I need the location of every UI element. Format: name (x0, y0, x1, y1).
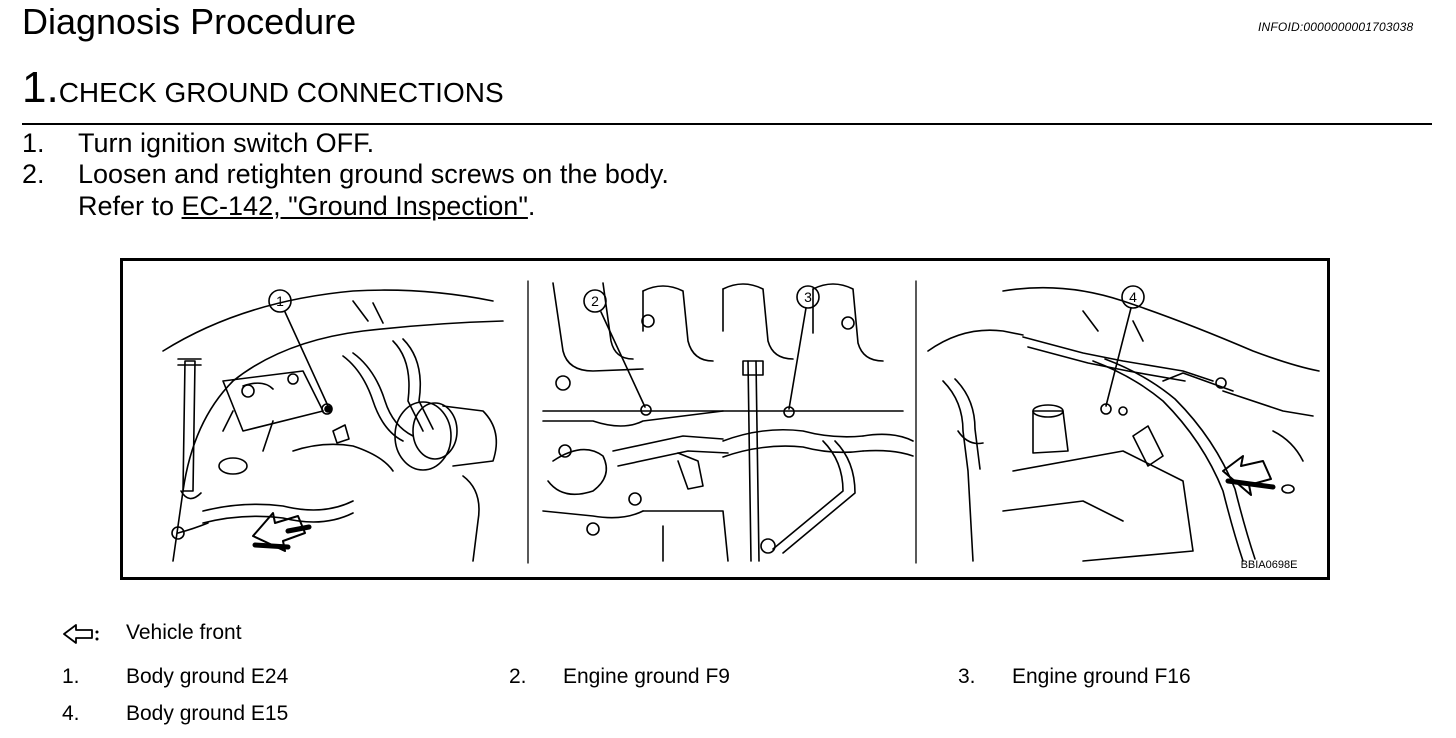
engine-bay-illustration: 1 2 3 4 BBIA0698E (162, 280, 1320, 571)
legend-text: Engine ground F16 (1012, 665, 1191, 688)
refer-prefix: Refer to (78, 191, 182, 221)
instruction-number: 1. (22, 128, 45, 158)
instruction-item: 2. Loosen and retighten ground screws on… (22, 159, 822, 190)
legend-text: Engine ground F9 (563, 665, 730, 688)
step-heading: 1.CHECK GROUND CONNECTIONS (22, 64, 504, 112)
heading-rule (22, 123, 1432, 125)
instruction-text: Turn ignition switch OFF. (78, 128, 375, 158)
instruction-item: 1. Turn ignition switch OFF. (22, 128, 822, 159)
legend-number: 3. (958, 665, 976, 688)
legend-text: Body ground E15 (126, 702, 289, 725)
callout-4-label: 4 (1129, 289, 1137, 305)
instruction-text: Loosen and retighten ground screws on th… (78, 159, 669, 189)
legend-arrow-row: Vehicle front (62, 620, 462, 646)
vehicle-front-arrow-icon (63, 624, 99, 644)
legend-number: 1. (62, 665, 80, 688)
callout-1-label: 1 (276, 293, 284, 309)
vehicle-front-label: Vehicle front (126, 621, 242, 644)
legend-number: 4. (62, 702, 80, 725)
figure-code: BBIA0698E (1241, 559, 1298, 571)
page-title: Diagnosis Procedure (22, 1, 357, 42)
step-title: CHECK GROUND CONNECTIONS (58, 77, 504, 108)
legend-item: 1. Body ground E24 (62, 664, 442, 690)
legend-item: 2. Engine ground F9 (509, 664, 889, 690)
callout-3-label: 3 (804, 289, 812, 305)
info-id: INFOID:0000000001703038 (1258, 20, 1414, 34)
callout-2-label: 2 (591, 293, 599, 309)
legend-item: 3. Engine ground F16 (958, 664, 1338, 690)
ground-locations-figure: 1 2 3 4 BBIA0698E (120, 258, 1330, 580)
refer-line: Refer to EC-142, "Ground Inspection". (78, 190, 535, 222)
step-number: 1. (22, 63, 59, 112)
legend-text: Body ground E24 (126, 665, 289, 688)
instruction-number: 2. (22, 159, 45, 189)
legend-number: 2. (509, 665, 527, 688)
legend-item: 4. Body ground E15 (62, 701, 442, 727)
ground-inspection-link[interactable]: EC-142, "Ground Inspection" (181, 191, 528, 221)
refer-suffix: . (527, 191, 536, 221)
